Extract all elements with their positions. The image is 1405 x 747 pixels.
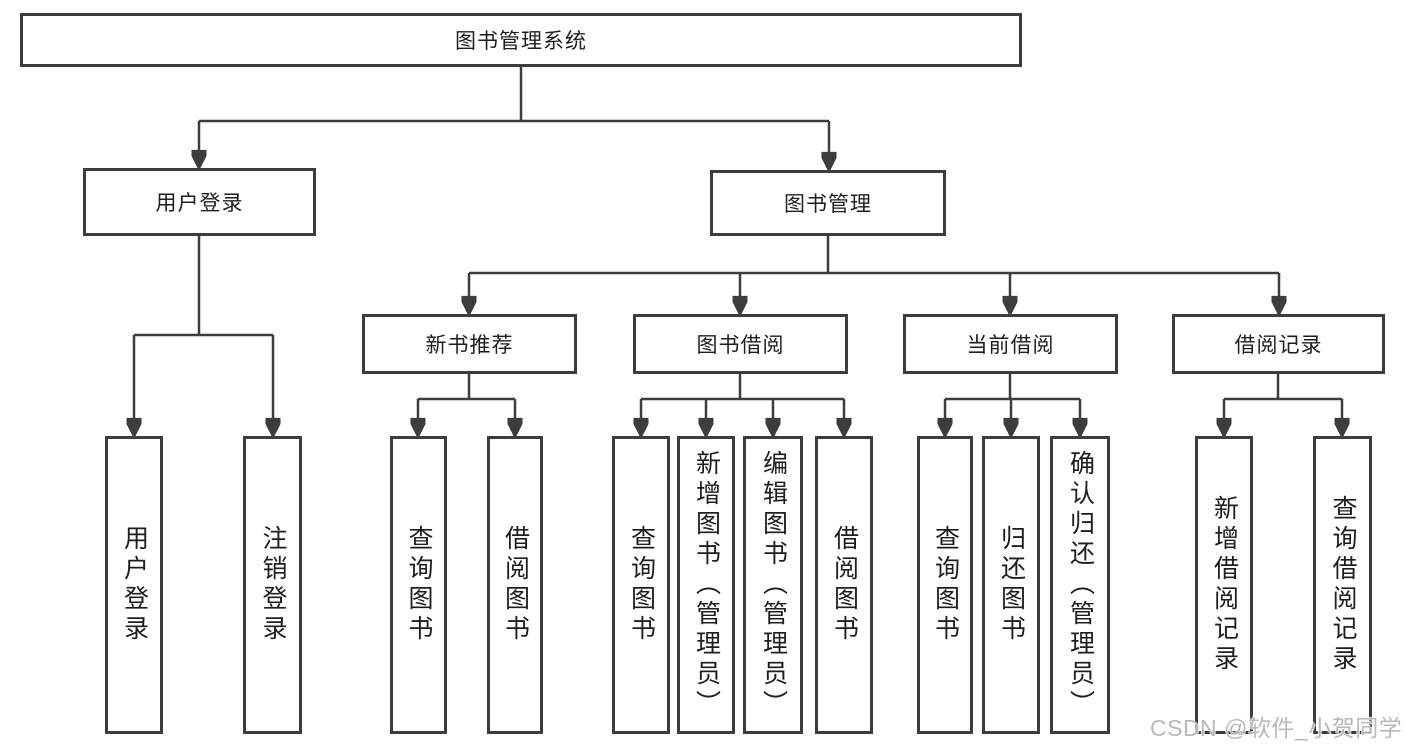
node-user-login: 用户登录 — [83, 168, 316, 236]
node-current-borrowing: 当前借阅 — [903, 314, 1118, 374]
leaf-confirm-return-admin: 确认归还（管理员） — [1050, 436, 1110, 734]
node-borrowing-records: 借阅记录 — [1172, 314, 1385, 374]
leaf-query-books-borrowing: 查询图书 — [612, 436, 670, 734]
csdn-watermark: CSDN @软件_小贺同学 — [1150, 715, 1403, 741]
connector-borrow-records-leaves — [1224, 374, 1342, 434]
leaf-edit-books-admin: 编辑图书（管理员） — [743, 436, 803, 734]
connector-root-level2 — [199, 67, 829, 168]
node-book-borrowing: 图书借阅 — [633, 314, 848, 374]
leaf-borrow-books-borrowing: 借阅图书 — [815, 436, 873, 734]
leaf-query-borrow-record: 查询借阅记录 — [1313, 436, 1372, 734]
connector-current-borrow-leaves — [945, 374, 1080, 434]
node-library-management-system: 图书管理系统 — [20, 13, 1022, 67]
leaf-return-books: 归还图书 — [982, 436, 1040, 734]
node-new-book-recommend: 新书推荐 — [362, 314, 577, 374]
connector-new-book-leaves — [418, 374, 515, 434]
connector-book-mgmt-level3 — [469, 236, 1279, 312]
leaf-borrow-books-recommend: 借阅图书 — [487, 436, 543, 734]
leaf-logout-login: 注销登录 — [243, 436, 302, 734]
connector-user-login-leaves — [134, 236, 273, 434]
leaf-query-books-recommend: 查询图书 — [390, 436, 447, 734]
leaf-add-books-admin: 新增图书（管理员） — [677, 436, 735, 734]
leaf-add-borrow-record: 新增借阅记录 — [1195, 436, 1253, 734]
node-book-management: 图书管理 — [710, 170, 946, 236]
leaf-query-books-current: 查询图书 — [917, 436, 973, 734]
connector-book-borrow-leaves — [641, 374, 844, 434]
leaf-user-login: 用户登录 — [105, 436, 163, 734]
